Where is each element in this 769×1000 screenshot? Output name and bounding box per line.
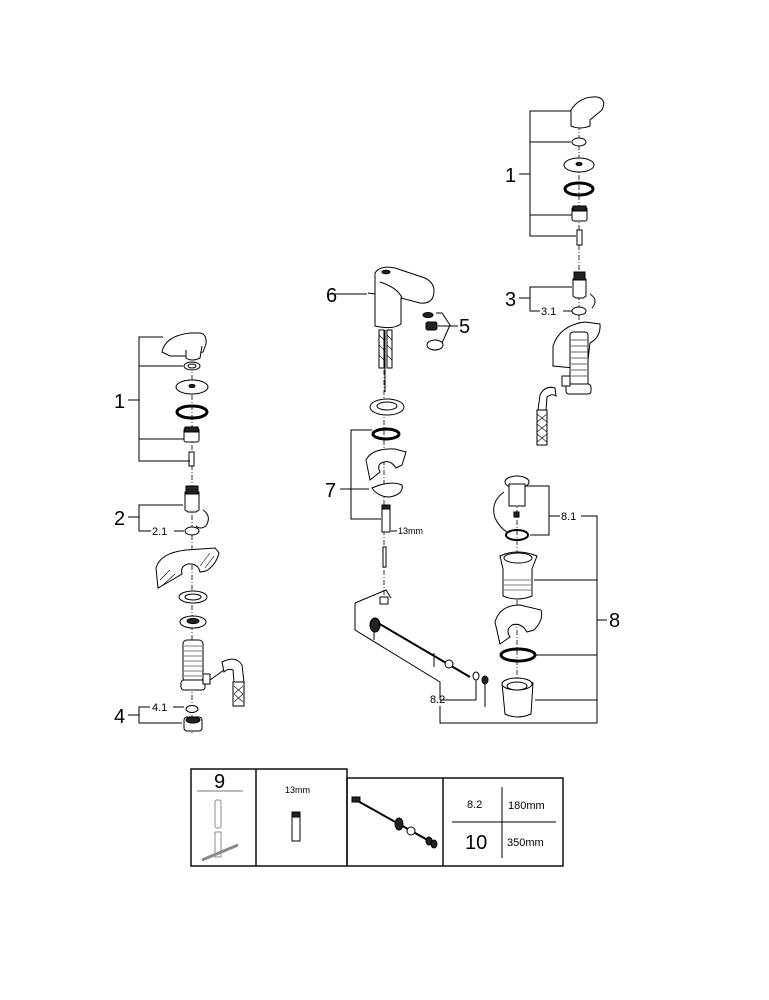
callout-4-1: 4.1 — [152, 702, 167, 714]
basin-section — [155, 547, 220, 589]
callout-3: 3 — [505, 289, 516, 311]
callout-8-1: 8.1 — [561, 511, 576, 523]
flex-hose-right — [386, 329, 393, 369]
callout-7: 7 — [325, 480, 336, 502]
tool-number: 9 — [214, 771, 225, 793]
socket-icon — [291, 811, 301, 842]
callout-2: 2 — [114, 508, 125, 530]
popup-seal — [505, 529, 529, 541]
callout-2-1: 2.1 — [152, 526, 167, 538]
cartridge — [184, 491, 200, 513]
basin-section-waste — [494, 604, 543, 645]
aerator-housing — [426, 339, 444, 351]
o-ring — [175, 404, 209, 420]
pivot-rod-icon — [351, 796, 438, 849]
callout-8: 8 — [609, 610, 620, 632]
lever-handle-right — [570, 96, 605, 129]
aerator-washer — [422, 312, 434, 318]
callout-5: 5 — [459, 316, 470, 338]
waste-body — [499, 551, 538, 600]
threaded-rod — [381, 506, 391, 533]
backnut-plate — [371, 482, 403, 498]
hose-elbow-right — [537, 386, 557, 411]
length-part-10: 10 — [465, 832, 487, 854]
o-ring-3-1 — [571, 306, 587, 316]
callout-8-2: 8.2 — [430, 694, 445, 706]
rod-nut — [481, 675, 489, 685]
length-value-180mm: 180mm — [508, 800, 545, 812]
length-part-8-2: 8.2 — [467, 799, 482, 811]
o-ring-2-1 — [184, 526, 200, 536]
cartridge-right — [572, 278, 587, 299]
center-assembly: 6 5 7 13mm — [325, 266, 597, 724]
socket-size: 13mm — [285, 785, 310, 795]
legend-table: 9 13mm 8.2 180mm 10 350mm — [190, 768, 564, 867]
callout-13mm: 13mm — [398, 526, 423, 536]
callout-3-1: 3.1 — [541, 306, 556, 318]
pull-rod — [382, 546, 387, 568]
hose-elbow — [221, 658, 245, 683]
clevis — [379, 596, 389, 605]
thread-lines — [184, 645, 202, 677]
o-ring-right — [563, 181, 595, 197]
braided-hose-right — [536, 409, 548, 446]
callout-1-left: 1 — [114, 391, 125, 413]
callout-4: 4 — [114, 706, 125, 728]
screw-right — [576, 229, 583, 246]
pivot-nut — [369, 617, 381, 633]
popup-stem — [508, 483, 526, 507]
rubber-ring — [371, 427, 401, 441]
callout-1-right: 1 — [505, 165, 516, 187]
allen-key-icon — [201, 799, 239, 862]
screw — [188, 451, 195, 467]
washer-4-1 — [185, 705, 199, 713]
pivot-rod — [377, 622, 471, 678]
left-assembly: 1 2 2.1 — [114, 332, 245, 735]
length-value-350mm: 350mm — [507, 837, 544, 849]
basin-section-center — [365, 448, 407, 481]
flex-hose-left — [378, 329, 385, 369]
right-assembly: 1 3 3.1 8.1 — [493, 96, 620, 723]
aerator-insert — [425, 321, 438, 331]
callout-6: 6 — [326, 285, 337, 307]
waste-seal — [499, 647, 537, 663]
mixer-body — [374, 266, 435, 329]
rod-washer — [472, 671, 480, 681]
braided-hose — [232, 681, 245, 707]
